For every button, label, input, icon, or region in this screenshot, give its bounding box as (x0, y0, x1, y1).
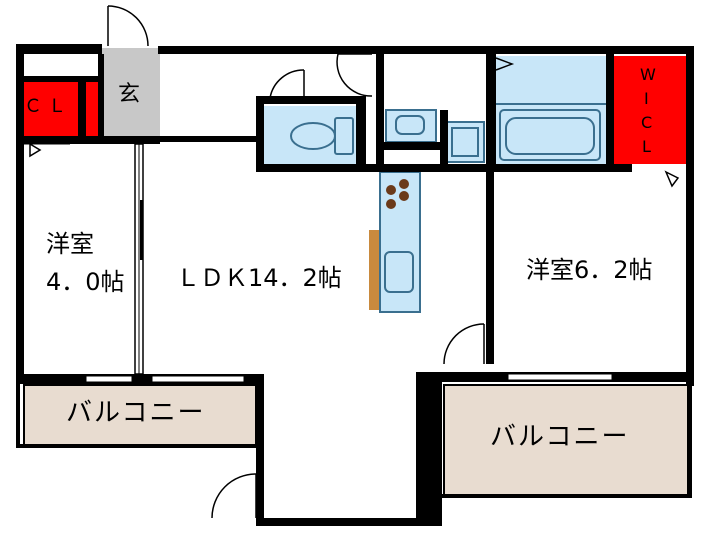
washbasin-bowl (395, 115, 425, 135)
balcony-west-area (23, 384, 257, 446)
closet-label: ＣＬ (24, 96, 72, 117)
toilet-fixture (290, 117, 354, 155)
stove-burners (386, 179, 409, 209)
room-east-label: 洋室6．2帖 (526, 256, 653, 284)
walls (16, 44, 694, 526)
room-west-label-name: 洋室 (46, 230, 94, 258)
kitchen-backsplash-wood (369, 230, 379, 310)
balcony-west-label: バルコニー (66, 398, 206, 428)
balcony-east-label: バルコニー (490, 422, 630, 452)
kitchen-sink (384, 251, 414, 293)
closet-strip (86, 82, 98, 136)
sliding-partition (134, 143, 144, 375)
entrance-label: 玄 (118, 82, 141, 107)
doors (107, 5, 515, 519)
bathtub-inner (505, 117, 595, 155)
wicl-label-c: C (641, 113, 653, 132)
wicl-label-i: I (644, 89, 649, 108)
walk-in-closet-area (614, 56, 686, 164)
balcony-east-area (443, 384, 689, 496)
wicl-label-w: W (640, 65, 656, 84)
ldk-label: ＬＤＫ14．2帖 (176, 264, 342, 292)
entrance-area (102, 48, 160, 136)
washing-machine-inner (451, 127, 479, 157)
closet-door-marks (29, 142, 680, 188)
room-west-label-size: 4．0帖 (46, 268, 125, 296)
wicl-label-l: L (642, 137, 651, 156)
closet-area (22, 82, 78, 136)
windows (85, 373, 613, 383)
